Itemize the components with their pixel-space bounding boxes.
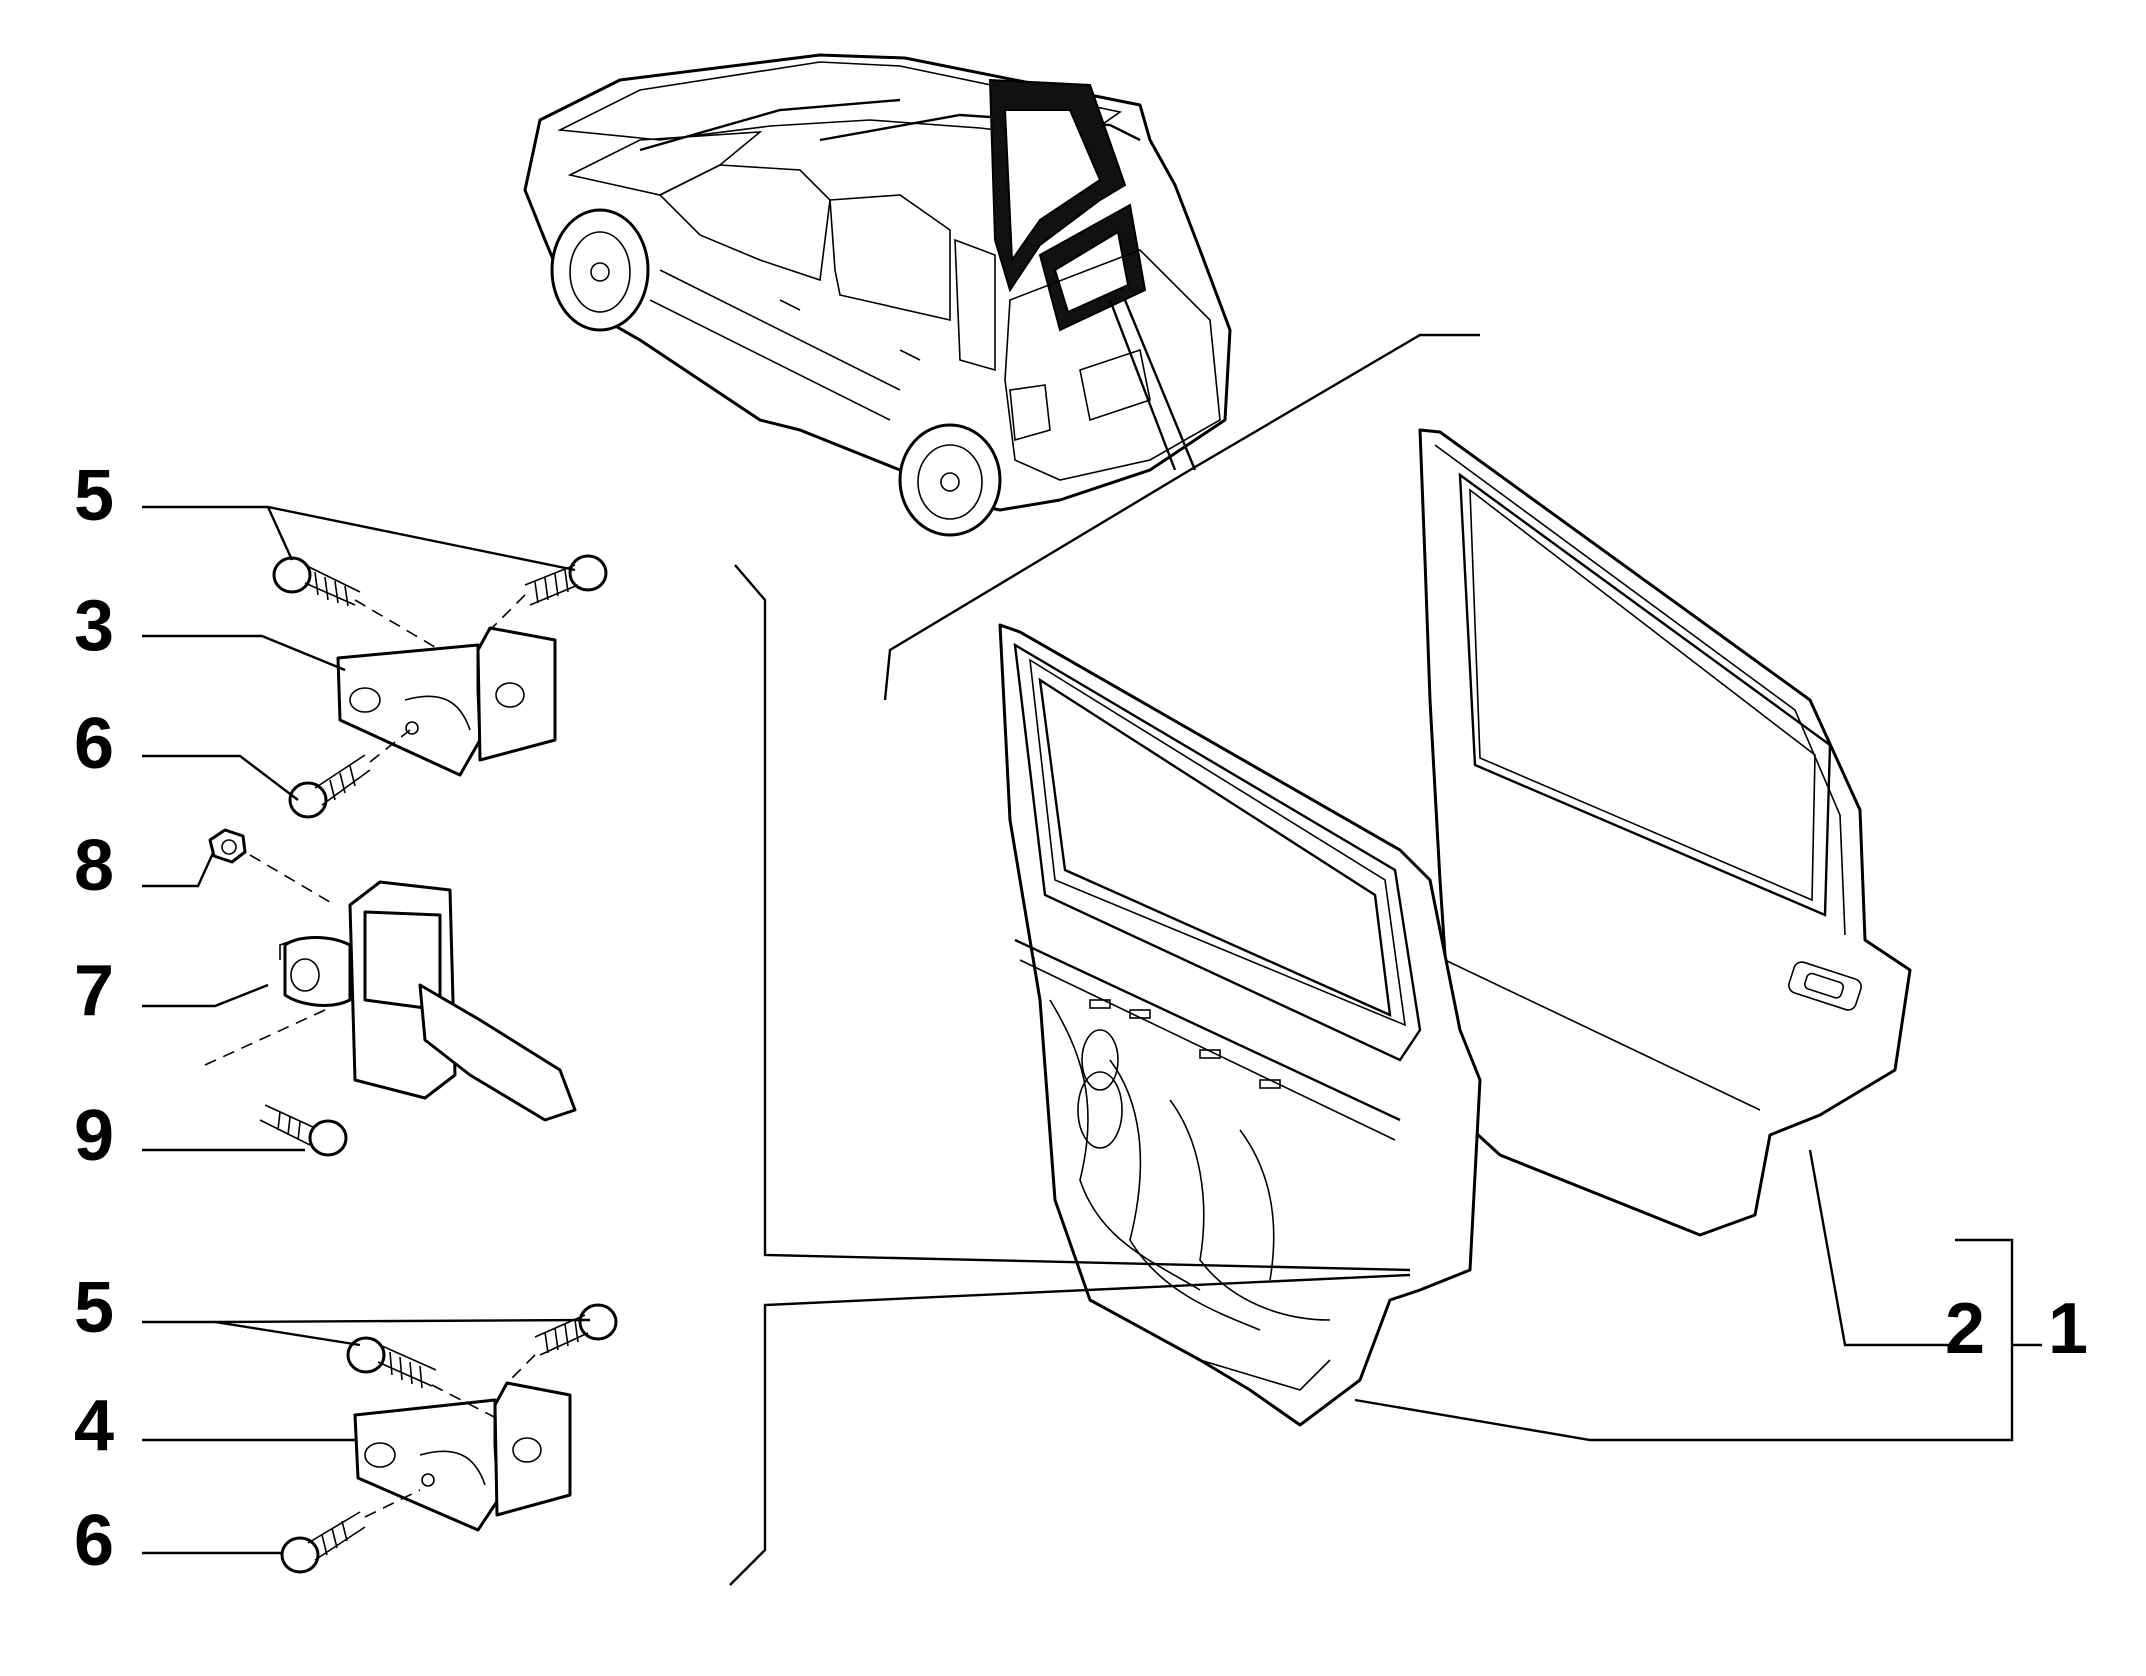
bolt-5-lower-right <box>534 1303 618 1356</box>
callout-9: 9 <box>74 1096 115 1176</box>
bolt-6-upper <box>288 754 371 819</box>
upper-hinge <box>336 626 557 777</box>
door-check-strap <box>279 880 577 1122</box>
bracket-upper <box>734 564 1411 1272</box>
car-door-connector <box>883 333 1480 701</box>
callout-5-lower: 5 <box>74 1268 115 1348</box>
bolt-9 <box>259 1104 348 1157</box>
bracket-lower <box>729 1273 1411 1586</box>
callout-1: 1 <box>2048 1289 2089 1369</box>
callout-4: 4 <box>74 1386 115 1466</box>
bolt-5-upper-left <box>272 556 361 607</box>
callout-8: 8 <box>74 826 115 906</box>
assembly-line <box>504 1354 536 1386</box>
callout-6-lower: 6 <box>74 1501 115 1581</box>
assembly-line <box>249 854 336 906</box>
assembly-line <box>369 729 411 763</box>
outer-door-panel <box>1418 428 1912 1237</box>
lower-hinge <box>353 1381 572 1532</box>
inner-door-panel <box>998 623 1482 1427</box>
callout-5-upper: 5 <box>74 456 115 536</box>
callout-2: 2 <box>1945 1289 1986 1369</box>
callout-3: 3 <box>74 586 115 666</box>
bolt-5-upper-right <box>524 554 608 606</box>
assembly-line <box>354 599 441 651</box>
callout-6-upper: 6 <box>74 704 115 784</box>
nut-8 <box>208 828 247 864</box>
assembly-line <box>431 1384 501 1421</box>
leader-1 <box>1354 1238 2014 1442</box>
bolt-6-lower <box>280 1511 366 1574</box>
leader-2 <box>1808 1149 1950 1347</box>
assembly-line <box>489 594 526 631</box>
bolt-5-lower-left <box>346 1336 437 1389</box>
callout-leaders <box>142 505 591 1555</box>
assembly-line <box>364 1489 421 1518</box>
callout-7: 7 <box>74 951 115 1031</box>
car-illustration <box>523 53 1232 537</box>
assembly-line <box>204 1009 326 1066</box>
